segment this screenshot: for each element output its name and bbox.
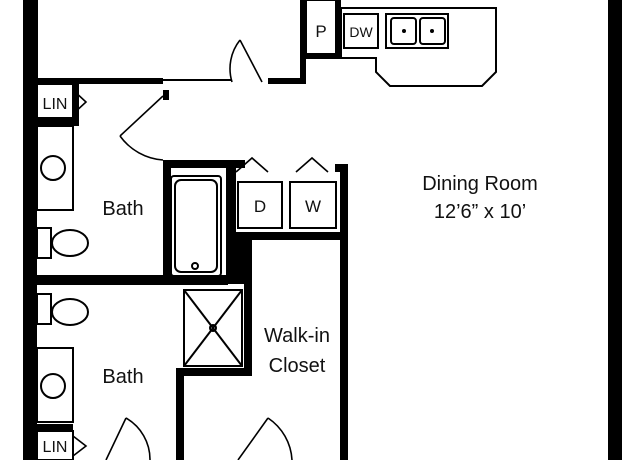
wall-laundry-top xyxy=(226,160,236,240)
vanity-top xyxy=(36,125,74,211)
linen-label-top: LIN xyxy=(43,96,68,113)
wall-hall-top-vertical xyxy=(300,0,306,84)
sink-bath-bottom xyxy=(40,373,66,399)
linen-closet-top xyxy=(36,83,74,119)
bath-top-label: Bath xyxy=(102,198,143,220)
washer-label: W xyxy=(305,197,321,216)
toilet-tank-top xyxy=(36,227,52,259)
bathtub xyxy=(170,175,222,277)
walls xyxy=(23,0,622,460)
wall-right-outer xyxy=(608,0,622,460)
dryer-box xyxy=(237,181,283,229)
sink-bath-top xyxy=(40,155,66,181)
wall-lin-bottom-top xyxy=(23,424,73,431)
pantry-label: P xyxy=(315,22,326,41)
toilet-tank-bottom xyxy=(36,293,52,325)
wall-closet-left-upper xyxy=(244,232,252,292)
linen-closet-bottom xyxy=(36,430,74,460)
closet-label-line2: Closet xyxy=(269,355,326,377)
washer-box xyxy=(289,181,337,229)
pantry-box xyxy=(305,0,337,55)
wall-pantry-right xyxy=(336,0,341,58)
kitchen-counter xyxy=(340,7,497,87)
sink-left-basin xyxy=(390,17,417,45)
door-bedroom xyxy=(229,39,263,83)
shower xyxy=(183,289,243,367)
wall-closet-left xyxy=(244,284,252,376)
wall-shower-bottom xyxy=(178,368,252,376)
dining-room-size: 12’6” x 10’ xyxy=(434,201,526,223)
wall-laundry-bottom xyxy=(236,232,340,240)
linen-label-bottom: LIN xyxy=(43,439,68,456)
wall-pantry-bottom xyxy=(300,54,341,59)
wall-bedroom-bottom-right xyxy=(268,78,300,84)
door-bath-top xyxy=(119,95,164,161)
dishwasher-label: DW xyxy=(349,24,373,40)
door-bath-bottom xyxy=(105,417,151,460)
wall-bath-right-upper xyxy=(163,90,169,100)
sink-box xyxy=(385,13,449,49)
fixtures xyxy=(36,0,497,460)
wall-lin-top-bottom xyxy=(23,118,73,126)
wall-bath-right xyxy=(163,160,171,285)
labels: P DW LIN Bath D W Dining Room 12’6” x 10… xyxy=(43,22,538,456)
wall-left-outer xyxy=(23,0,37,460)
dining-room-name: Dining Room xyxy=(422,173,538,195)
wall-dining-left xyxy=(340,164,348,460)
wall-bath-top-upper xyxy=(73,84,79,126)
sink-right-basin xyxy=(419,17,446,45)
bath-bottom-label: Bath xyxy=(102,366,143,388)
toilet-bowl-top xyxy=(51,229,89,257)
closet-label-line1: Walk-in xyxy=(264,325,330,347)
door-closet xyxy=(237,417,293,460)
vanity-bottom xyxy=(36,347,74,423)
wall-between-baths xyxy=(23,275,228,285)
toilet-bowl-bottom xyxy=(51,298,89,326)
wall-bath-top-right xyxy=(163,160,245,168)
dryer-label: D xyxy=(254,197,266,216)
wall-bath-bottom-right xyxy=(176,368,184,460)
dishwasher-box xyxy=(343,13,379,49)
